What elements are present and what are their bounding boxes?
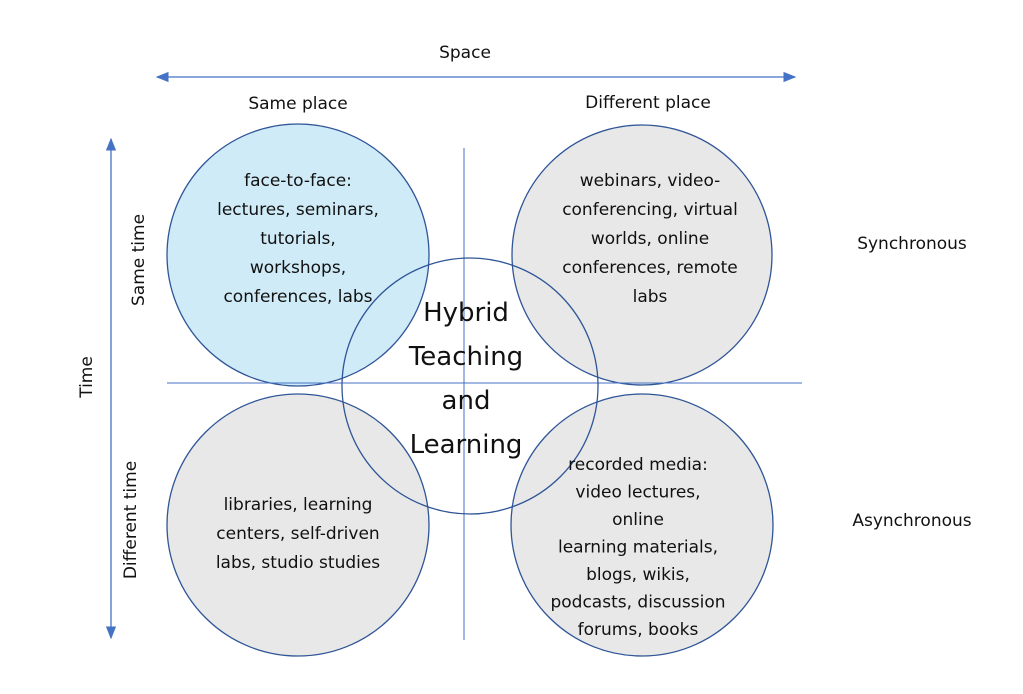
text-line: conferencing, virtual <box>562 200 738 220</box>
text-line: Hybrid <box>423 298 509 328</box>
self-study-circle <box>166 393 430 657</box>
hybrid-center-circle <box>341 257 599 515</box>
text-line: worlds, online <box>591 229 709 249</box>
text-line: labs <box>633 287 668 307</box>
space-label: Space <box>439 43 491 63</box>
same-time-label: Same time <box>129 214 149 306</box>
different-place-label: Different place <box>585 93 711 113</box>
asynchronous-label: Asynchronous <box>852 511 971 531</box>
text-line: video lectures, <box>575 483 700 503</box>
recorded-media-text: recorded media: video lectures, online lear… <box>550 455 725 640</box>
text-line: Learning <box>410 430 523 460</box>
text-line: libraries, learning <box>224 495 373 515</box>
synchronous-remote-circle <box>511 124 773 386</box>
text-line: tutorials, <box>260 229 336 249</box>
synchronous-label: Synchronous <box>857 234 967 254</box>
text-line: conferences, labs <box>223 287 372 307</box>
text-line: webinars, video- <box>580 171 721 191</box>
same-place-label: Same place <box>248 94 347 114</box>
face-to-face-circle <box>166 123 430 387</box>
text-line: learning materials, <box>558 538 718 558</box>
text-line: online <box>612 510 664 530</box>
text-line: Teaching <box>408 342 523 372</box>
text-line: blogs, wikis, <box>586 565 690 585</box>
text-line: labs, studio studies <box>216 553 380 573</box>
text-line: and <box>442 386 491 416</box>
text-line: workshops, <box>250 258 346 278</box>
text-line: forums, books <box>578 620 699 640</box>
different-time-label: Different time <box>121 461 141 579</box>
face-to-face-text: face-to-face: lectures, seminars, tutorial… <box>217 171 379 307</box>
recorded-media-circle <box>510 393 774 657</box>
text-line: face-to-face: <box>244 171 352 191</box>
text-line: lectures, seminars, <box>217 200 379 220</box>
time-label: Time <box>77 356 97 399</box>
text-line: conferences, remote <box>562 258 737 278</box>
text-line: centers, self-driven <box>216 524 379 544</box>
synchronous-remote-text: webinars, video-conferencing, virtual wor… <box>562 171 738 307</box>
text-line: podcasts, discussion <box>550 593 725 613</box>
self-study-text: libraries, learning centers, self-driven l… <box>216 495 380 573</box>
text-line: recorded media: <box>568 455 708 475</box>
